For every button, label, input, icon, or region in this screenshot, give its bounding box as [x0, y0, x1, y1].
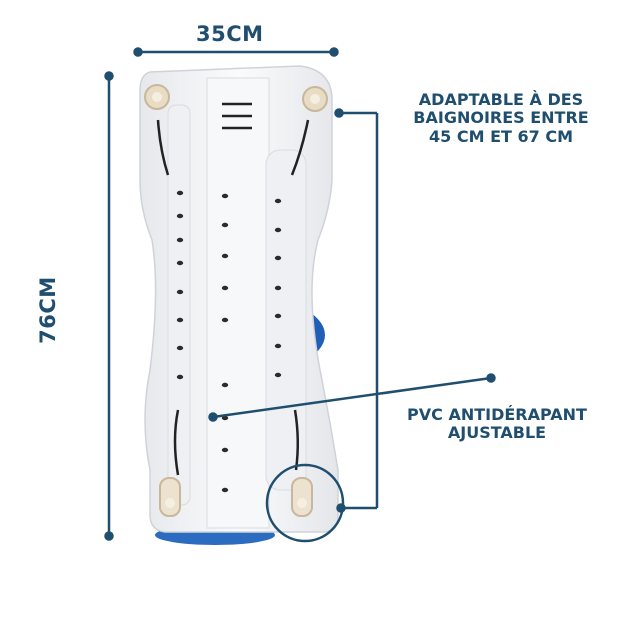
foot-highlight-circle [265, 463, 345, 543]
width-dimension [133, 47, 339, 57]
drain-hole [221, 447, 229, 453]
foot-bottom-right [291, 477, 313, 517]
drain-hole [221, 285, 229, 291]
drain-hole [274, 285, 282, 291]
drain-hole [176, 260, 184, 266]
drain-hole [176, 374, 184, 380]
drain-hole [221, 382, 229, 388]
drain-hole [176, 317, 184, 323]
left-groove-bottom [173, 409, 180, 476]
right-rib [265, 149, 307, 491]
drain-hole [274, 372, 282, 378]
top-slots [222, 102, 252, 130]
drainage-holes [176, 190, 282, 493]
tub-line-3: 45 CM ET 67 CM [429, 126, 573, 146]
drain-hole [274, 227, 282, 233]
height-label: 76CM [35, 276, 60, 344]
center-rib [206, 77, 270, 529]
tub-line-1: ADAPTABLE À DES [418, 90, 584, 109]
tub-compatibility-label: ADAPTABLE À DES BAIGNOIRES ENTRE 45 CM E… [396, 90, 606, 146]
right-groove-top [290, 119, 310, 176]
width-label: 35CM [196, 22, 264, 46]
pvc-feature-label: PVC ANTIDÉRAPANT AJUSTABLE [392, 405, 602, 443]
tub-callout-line [334, 108, 379, 513]
pvc-line-2: AJUSTABLE [447, 423, 547, 443]
drain-hole [221, 253, 229, 259]
drain-hole [176, 213, 184, 219]
drain-hole [274, 343, 282, 349]
drain-hole [221, 317, 229, 323]
drain-hole [176, 190, 184, 196]
left-rib [167, 104, 191, 506]
pvc-callout-line [208, 373, 496, 422]
drain-hole [274, 255, 282, 261]
left-groove-top [156, 119, 170, 176]
drain-hole [221, 415, 229, 421]
drain-hole [274, 313, 282, 319]
drain-hole [176, 289, 184, 295]
drain-hole [176, 345, 184, 351]
drain-hole [221, 222, 229, 228]
corner-feet [144, 84, 328, 517]
pvc-line-1: PVC ANTIDÉRAPANT [407, 405, 587, 424]
drain-hole [274, 198, 282, 204]
drain-hole [221, 193, 229, 199]
height-dimension [104, 71, 114, 541]
tub-line-2: BAIGNOIRES ENTRE [413, 108, 589, 128]
drain-hole [221, 487, 229, 493]
drain-hole [176, 237, 184, 243]
foot-bottom-left [159, 477, 181, 517]
